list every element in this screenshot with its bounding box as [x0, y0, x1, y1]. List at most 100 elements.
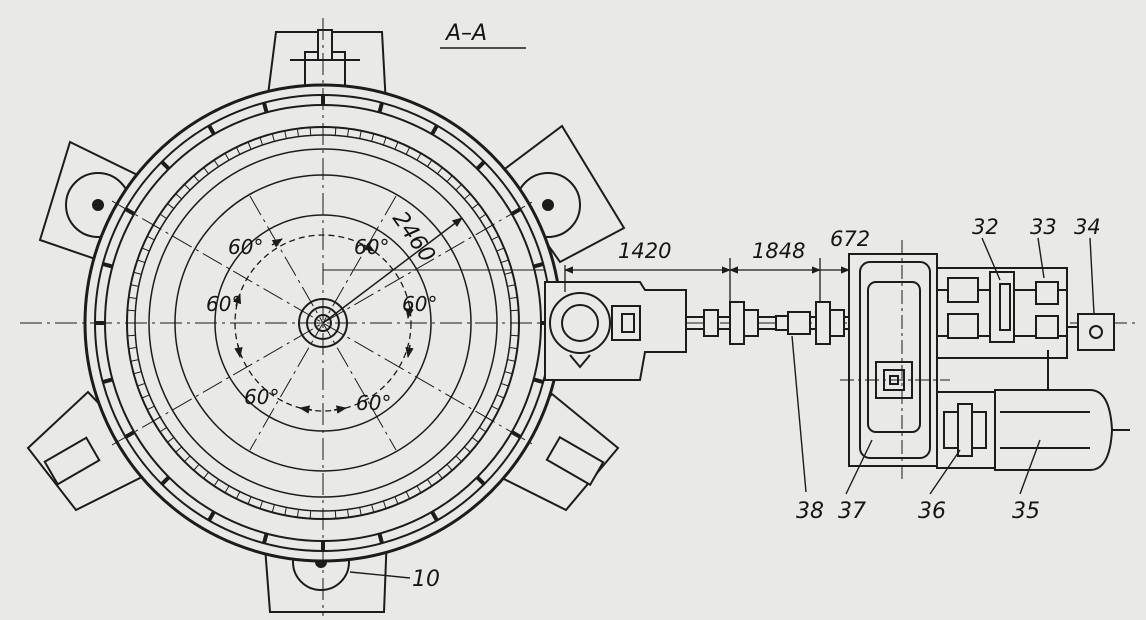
angle-label-1: 60° [228, 235, 263, 259]
rim-tick [193, 464, 200, 471]
rim-tick [203, 167, 209, 175]
drum-index-ticks [127, 127, 519, 519]
rim-tick [128, 296, 137, 299]
rim-tick [146, 235, 155, 241]
rim-tick [471, 203, 479, 209]
rim-tick [496, 247, 505, 252]
rim-tick [405, 491, 411, 500]
callout-32: 32 [972, 215, 999, 239]
worm-gearbox [544, 281, 687, 381]
rim-tick [405, 146, 411, 155]
drum-rib [377, 533, 384, 544]
rim-tick [296, 128, 299, 137]
rim-tick [271, 504, 275, 513]
rim-tick [137, 259, 146, 264]
rim-tick [271, 133, 275, 142]
drum-rib [475, 160, 486, 171]
rim-tick [224, 485, 230, 493]
rim-tick [507, 359, 516, 362]
rim-tick [284, 130, 287, 139]
rim-tick [130, 359, 139, 362]
rim-tick [247, 141, 252, 150]
rim-tick [309, 510, 312, 519]
rim-tick [479, 213, 487, 219]
drum-rib [102, 262, 113, 269]
rim-tick [175, 193, 182, 200]
labels: A–A 2460 60° 60° 60° 60° 60° 60° 1420 18… [206, 21, 1101, 592]
rim-tick [235, 146, 241, 155]
rim-tick [394, 141, 399, 150]
drum-rib [207, 510, 216, 522]
rim-tick [509, 347, 518, 350]
angle-label-5: 60° [244, 385, 279, 409]
callout-10: 10 [412, 567, 440, 592]
rim-tick [500, 259, 509, 264]
rim-tick [491, 405, 500, 411]
rim-tick [159, 213, 167, 219]
rim-tick [455, 455, 462, 462]
rim-tick [510, 309, 519, 312]
drum-rib [262, 102, 269, 113]
angle-arcs [234, 234, 412, 412]
rim-tick [296, 509, 299, 518]
rim-tick [213, 159, 219, 167]
rim-tick [284, 507, 287, 516]
rim-tick [128, 347, 137, 350]
rim-tick [133, 271, 142, 275]
rim-tick [371, 504, 375, 513]
rim-tick [347, 128, 350, 137]
rim-tick [146, 405, 155, 411]
angle-arc-arrows [233, 238, 414, 414]
drum-rib [533, 262, 544, 269]
rim-tick [141, 394, 150, 399]
electric-motor [936, 389, 1130, 471]
rim-tick [507, 284, 516, 287]
callout-36: 36 [918, 499, 946, 524]
rim-tick [427, 159, 433, 167]
rim-tick [159, 427, 167, 433]
rim-tick [416, 153, 422, 161]
callout-leaders [349, 237, 1095, 579]
rim-tick [127, 334, 136, 337]
rim-tick [464, 446, 471, 453]
reduction-gearbox [840, 240, 950, 480]
rim-tick [359, 130, 362, 139]
rim-tick [509, 296, 518, 299]
rim-tick [500, 382, 509, 387]
rim-tick [446, 175, 453, 182]
drum-rib [475, 475, 486, 486]
rim-tick [479, 427, 487, 433]
linear-dimensions [564, 254, 850, 302]
section-label: A–A [444, 21, 487, 46]
drive-shaft [686, 301, 855, 345]
rim-tick [259, 500, 264, 509]
rim-tick [510, 334, 519, 337]
drum-rib [207, 124, 216, 136]
dimension-672: 672 [830, 227, 870, 251]
rim-tick [437, 167, 443, 175]
rim-tick [371, 133, 375, 142]
rim-tick [416, 485, 422, 493]
rim-tick [141, 247, 150, 252]
callout-34: 34 [1074, 215, 1101, 239]
rim-tick [446, 464, 453, 471]
angle-label-3: 60° [206, 292, 241, 316]
rim-tick [235, 491, 241, 500]
drum-rib [533, 377, 544, 384]
rim-tick [137, 382, 146, 387]
bottom-left-bracket [26, 390, 162, 512]
dimension-1848: 1848 [752, 239, 805, 263]
rim-tick [224, 153, 230, 161]
angle-label-6: 60° [356, 391, 391, 415]
drum-rib [160, 160, 171, 171]
rim-tick [427, 479, 433, 487]
rim-tick [133, 371, 142, 375]
rim-tick [491, 235, 500, 241]
auxiliary-drive [936, 267, 1115, 393]
callout-38: 38 [796, 499, 824, 524]
rim-tick [359, 507, 362, 516]
rim-tick [167, 203, 175, 209]
drum-rib [160, 475, 171, 486]
rim-tick [309, 127, 312, 136]
